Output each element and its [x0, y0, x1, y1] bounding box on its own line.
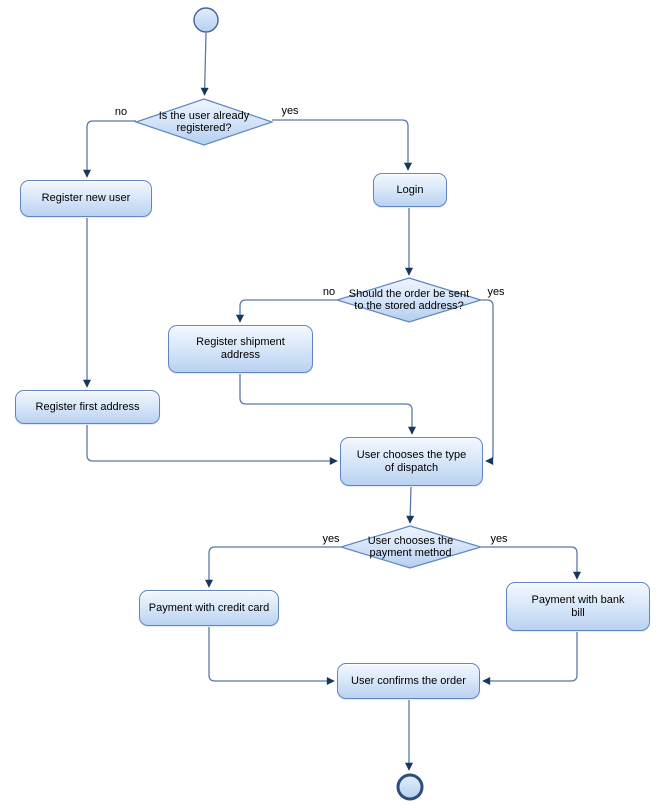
edge-start-to-decision-registered — [200, 32, 209, 96]
action-login: Login — [373, 173, 447, 207]
action-register-shipment-address: Register shipment address — [168, 325, 313, 373]
action-label: Login — [396, 183, 424, 196]
decision-registered-shape — [134, 98, 274, 146]
edge-stored-address-no-to-register-shipment — [236, 299, 337, 323]
action-label: Payment with credit card — [148, 601, 270, 614]
edge-register-shipment-to-choose-dispatch — [239, 374, 416, 435]
decision-payment-method-label: User chooses the payment method — [367, 535, 454, 559]
decision-registered-label: Is the user already registered? — [158, 110, 250, 134]
action-label: Register new user — [41, 192, 131, 204]
action-confirm-order: User confirms the order — [337, 663, 480, 699]
edge-payment-yes-to-bank-bill — [481, 546, 581, 580]
edge-bank-bill-to-confirm-order — [482, 632, 578, 685]
edge-registered-no-to-register-new-user — [83, 120, 136, 178]
end-node — [396, 773, 424, 801]
edge-label-payment-right-yes: yes — [490, 533, 508, 545]
decision-stored-address-label: Should the order be sent to the stored a… — [348, 288, 470, 312]
action-label: User chooses the type of dispatch — [356, 448, 467, 474]
action-payment-bank-bill: Payment with bank bill — [506, 582, 650, 631]
edge-label-registered-no: no — [114, 106, 128, 118]
edge-registered-yes-to-login — [272, 119, 412, 171]
action-register-new-user: Register new user — [20, 180, 152, 217]
action-payment-credit-card: Payment with credit card — [139, 590, 279, 626]
start-node — [193, 7, 219, 33]
action-label: Register shipment address — [196, 336, 285, 361]
edge-label-registered-yes: yes — [281, 105, 299, 117]
action-label: Register first address — [35, 400, 140, 413]
decision-stored-address-shape — [334, 277, 484, 323]
action-choose-dispatch: User chooses the type of dispatch — [340, 437, 483, 486]
action-register-first-address: Register first address — [15, 390, 160, 424]
decision-payment-method-shape — [338, 525, 484, 569]
edge-payment-yes-to-credit-card — [205, 546, 341, 588]
action-label: Payment with bank bill — [531, 593, 625, 619]
edge-credit-card-to-confirm-order — [208, 627, 335, 685]
edge-stored-address-yes-to-choose-dispatch — [481, 299, 494, 465]
edge-first-address-to-choose-dispatch — [86, 425, 338, 465]
action-label: User confirms the order — [351, 674, 466, 687]
edge-label-payment-left-yes: yes — [322, 533, 340, 545]
edge-choose-dispatch-to-decision-payment — [406, 486, 415, 524]
edge-label-stored-address-yes: yes — [487, 286, 505, 298]
edge-label-stored-address-no: no — [322, 286, 336, 298]
